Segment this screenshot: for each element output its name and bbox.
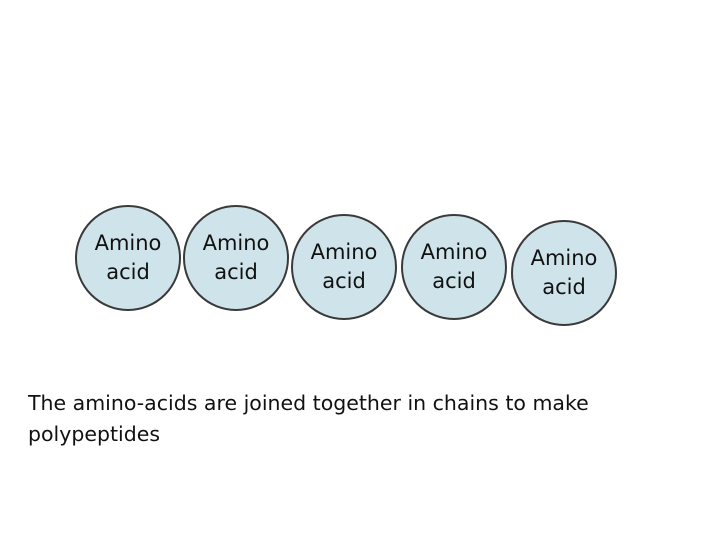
amino-acid-label-line1: Amino <box>420 240 488 264</box>
amino-acid-label-line1: Amino <box>530 246 598 270</box>
amino-acid-label-line2: acid <box>322 269 366 293</box>
caption-text: The amino-acids are joined together in c… <box>28 391 589 446</box>
amino-acid-label-line2: acid <box>214 260 258 284</box>
amino-acid-label-line2: acid <box>432 269 476 293</box>
amino-acid-label-line1: Amino <box>202 231 270 255</box>
amino-acid-label-line1: Amino <box>94 231 162 255</box>
amino-acid-circle-1: Amino acid <box>75 205 181 311</box>
amino-acid-label-line1: Amino <box>310 240 378 264</box>
amino-acid-circle-4: Amino acid <box>401 214 507 320</box>
amino-acid-circle-2: Amino acid <box>183 205 289 311</box>
amino-acid-circle-3: Amino acid <box>291 214 397 320</box>
amino-acid-label-line2: acid <box>542 275 586 299</box>
amino-acid-label-line2: acid <box>106 260 150 284</box>
amino-acid-circle-5: Amino acid <box>511 220 617 326</box>
